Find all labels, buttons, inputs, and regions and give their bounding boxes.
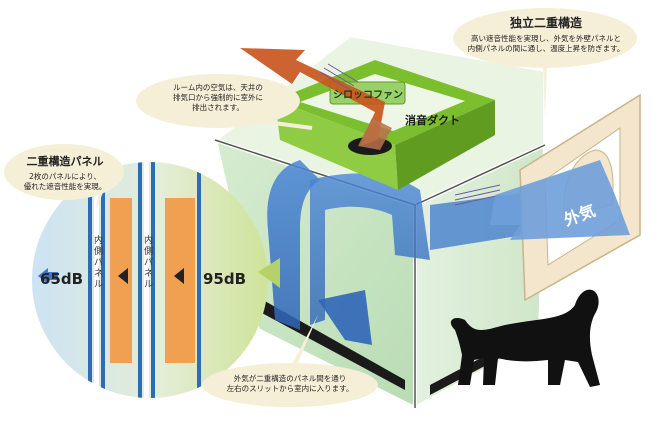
duct-frame-side [395, 100, 495, 190]
fan-label: シロッコファン [333, 90, 403, 101]
inner-airflow-down-arrow [318, 290, 372, 345]
callout-intake-body: 外気が二重構造のパネル間を通り 左右のスリットから室内に入ります。 [226, 374, 354, 394]
inner-airflow-center [310, 173, 430, 325]
panel-cross-section [32, 162, 280, 398]
sound-arrow-out [38, 268, 58, 284]
callout-exhaust: ルーム内の空気は、天井の 排気口から強制的に室外に 排出されます。 [150, 83, 286, 113]
callout-intake: 外気が二重構造のパネル間を通り 左右のスリットから室内に入ります。 [206, 374, 374, 394]
sound-arrow-1 [118, 268, 128, 284]
callout-independent: 独立二重構造 高い遮音性能を実現し、外気を外壁パネルと 内側パネルの間に通し、温… [460, 14, 632, 54]
inner-airflow-left [267, 160, 320, 330]
callout-intake-bg [202, 363, 378, 407]
intake-leader [288, 315, 318, 372]
duct-label: 消音ダクト [405, 114, 460, 127]
callout-panel-bg [4, 144, 124, 200]
inner-panel-label-1: 内側パネル [94, 236, 104, 290]
outside-air-arrow [490, 160, 630, 240]
callout-double-panel-body: 2枚のパネルにより、 優れた遮音性能を実現。 [23, 172, 107, 192]
exhaust-up-shaft [358, 118, 392, 150]
db-outside-label: 95dB [203, 270, 247, 288]
vent-hatching [319, 63, 501, 206]
inner-panel-label-2: 内側パネル [144, 236, 154, 290]
exhaust-arrow [240, 48, 385, 146]
circle-pointer [258, 258, 280, 288]
db-inside-label: 65dB [40, 270, 84, 288]
sound-absorber-inner [110, 198, 132, 363]
callout-independent-body: 高い遮音性能を実現し、外気を外壁パネルと 内側パネルの間に通し、温度上昇を防ぎま… [467, 34, 625, 54]
callout-independent-title: 独立二重構造 [509, 16, 582, 30]
callout-exhaust-bg [136, 74, 300, 128]
callout-exhaust-body: ルーム内の空気は、天井の 排気口から強制的に室外に 排出されます。 [173, 83, 263, 113]
callout-independent-bg [453, 8, 637, 68]
callout-double-panel: 二重構造パネル 2枚のパネルにより、 優れた遮音性能を実現。 [10, 153, 120, 192]
duct-frame-front [275, 100, 398, 190]
sound-arrow-2 [174, 268, 184, 284]
callout-double-panel-title: 二重構造パネル [26, 155, 104, 168]
dog-silhouette [450, 289, 600, 387]
